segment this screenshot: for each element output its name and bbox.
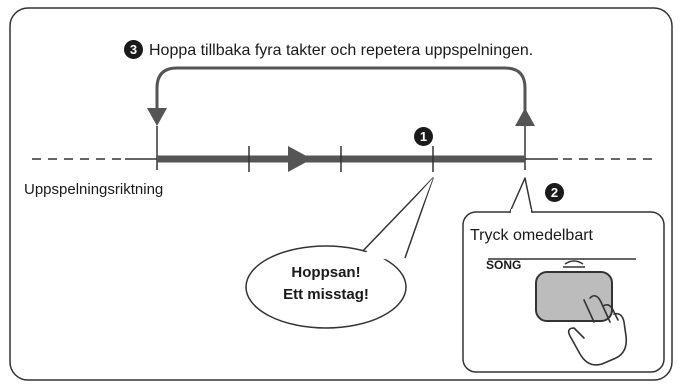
loop-arrowhead-down [147, 108, 167, 126]
pointing-hand-icon [567, 294, 628, 366]
song-repeat-button[interactable] [535, 271, 613, 322]
repeat-icon [563, 260, 585, 268]
step3-instruction: 3 Hoppa tillbaka fyra takter och repetera… [124, 40, 533, 60]
song-label: SONG [486, 258, 522, 272]
step1-marker: 1 [414, 127, 433, 146]
speech-bubble-text: Hoppsan! Ett misstag! [258, 262, 394, 306]
step3-number: 3 [124, 40, 143, 59]
loop-arrowhead-up [515, 108, 535, 126]
step3-text: Hoppa tillbaka fyra takter och repetera … [149, 42, 534, 59]
bubble-line1: Hoppsan! [291, 264, 361, 281]
speech-bubble [245, 245, 407, 329]
speech-bubble-tail-cover [361, 178, 433, 260]
bubble-line2: Ett misstag! [283, 286, 369, 303]
repeat-loop-arrow [155, 66, 527, 112]
step2-marker: 2 [545, 183, 564, 202]
playback-direction-arrow [288, 146, 312, 172]
panel-callout-cover [511, 209, 531, 214]
press-immediately-label: Tryck omedelbart [470, 227, 593, 244]
panel-callout-tail [509, 177, 533, 213]
playback-direction-label: Uppspelningsriktning [24, 181, 164, 198]
